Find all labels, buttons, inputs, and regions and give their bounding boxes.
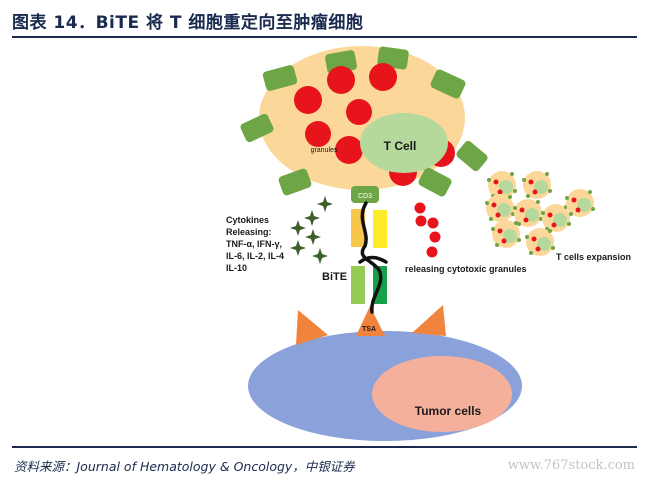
t-cell-label: T Cell bbox=[384, 139, 417, 153]
bite-label: BiTE bbox=[322, 271, 347, 283]
watermark: www.767stock.com bbox=[507, 458, 635, 473]
cd3-receptor bbox=[351, 186, 379, 203]
source-note: 资料来源：Journal of Hematology & Oncology，中银… bbox=[14, 459, 355, 474]
antigen-right bbox=[412, 305, 446, 336]
t-cell-receptors bbox=[240, 46, 488, 197]
cytokines-line-2: Releasing: bbox=[226, 227, 272, 237]
t-cell-nucleus bbox=[360, 113, 448, 173]
footer-divider bbox=[12, 446, 637, 448]
cytokine-stars bbox=[290, 196, 333, 264]
tumor-nucleus bbox=[372, 356, 512, 432]
t-cells-expansion-label: T cells expansion bbox=[556, 252, 631, 262]
bite-arm-yellow bbox=[373, 210, 387, 248]
tsa-antigen bbox=[356, 306, 385, 336]
cd3-label: CD3 bbox=[358, 193, 372, 200]
released-granules bbox=[414, 202, 441, 258]
cytokines-line-3: TNF-α, IFN-γ, bbox=[226, 239, 282, 249]
tumor-cells-label: Tumor cells bbox=[415, 404, 482, 418]
cytokines-line-1: Cytokines bbox=[226, 215, 269, 225]
bite-arm-lightgreen bbox=[351, 266, 365, 304]
granules-label: granules bbox=[311, 147, 338, 154]
releasing-granules-label: releasing cytotoxic granules bbox=[405, 264, 527, 274]
tsa-label: TSA bbox=[362, 326, 376, 333]
cytokines-line-4: IL-6, IL-2, IL-4 bbox=[226, 251, 284, 261]
granules bbox=[294, 63, 455, 186]
cytokines-line-5: IL-10 bbox=[226, 263, 247, 273]
bite-linker-cross bbox=[358, 255, 388, 264]
antigen-left bbox=[296, 310, 328, 345]
figure-title: 图表 14．BiTE 将 T 细胞重定向至肿瘤细胞 bbox=[12, 13, 364, 33]
title-divider bbox=[12, 36, 637, 38]
t-cells-expansion bbox=[485, 171, 595, 256]
